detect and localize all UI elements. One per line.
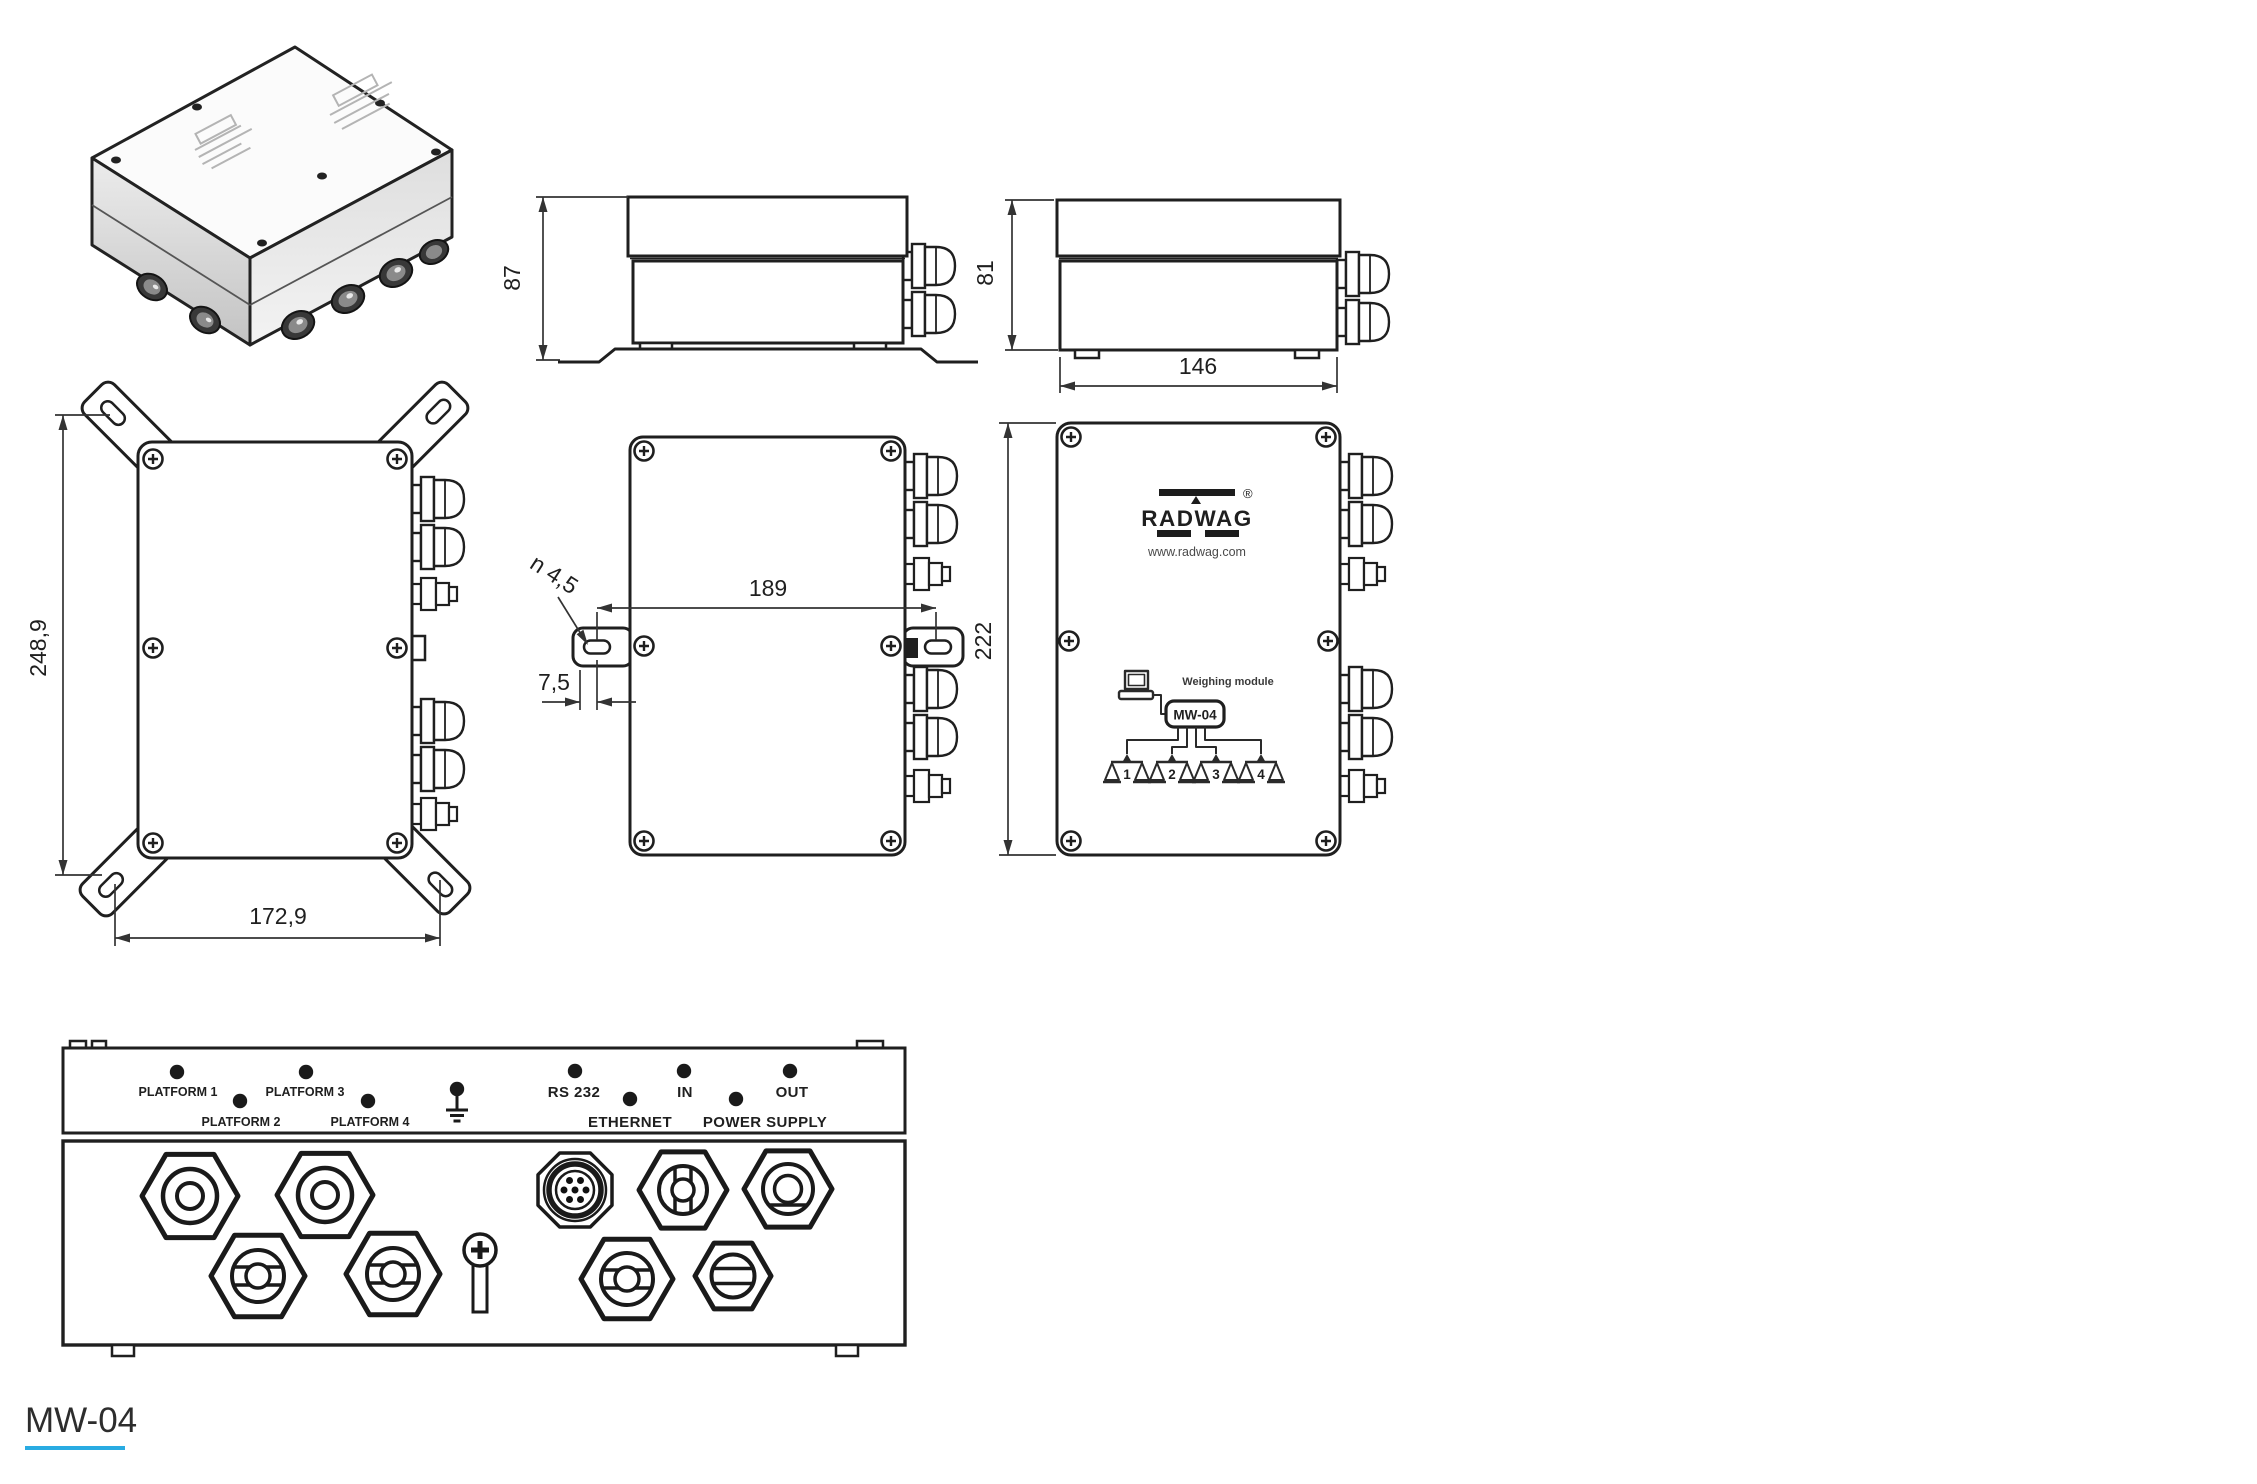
brand-name: RADWAG [1141,506,1253,531]
scale-number: 2 [1168,767,1176,782]
ground-symbol-icon [446,1096,468,1123]
gland-in [741,1148,835,1230]
product-title: MW-04 [25,1401,137,1450]
scale-number: 1 [1123,767,1131,782]
panel-labels: PLATFORM 1 PLATFORM 2 PLATFORM 3 PLATFOR… [139,1063,827,1131]
scale-number: 4 [1257,767,1265,782]
dimension-189: 189 [596,575,937,640]
gland-stacks-right [1338,452,1394,804]
front-view: RADWAG ® www.radwag.com Weighing module … [970,421,1394,857]
scale-icon-1: 1 [1103,754,1151,784]
dimension-hole: n 4,5 [526,549,588,645]
top-view: 248,9 172,9 [25,380,472,946]
label-rs232: RS 232 [548,1084,600,1101]
label-platform3: PLATFORM 3 [266,1085,345,1099]
balance-pointer-icon [1191,496,1201,504]
title-underline [25,1446,125,1450]
dimension-146: 146 [1059,353,1338,393]
page-title: MW-04 [25,1401,137,1440]
cable-glands-3d [136,239,450,340]
gland-stack [1335,250,1391,346]
scale-icon-4: 4 [1237,754,1285,784]
bus-lines [1126,727,1262,754]
gland-platform3 [274,1150,376,1240]
gland-stack [901,242,957,338]
indicator-dots [169,1063,798,1109]
lid-screws-3d [111,99,441,247]
label-in: IN [677,1084,693,1101]
dim-hole-label: n 4,5 [526,549,583,599]
scale-icon-2: 2 [1148,754,1196,784]
dim-189-label: 189 [749,575,787,601]
computer-icon [1117,669,1155,701]
cable-clip [906,638,918,658]
dim-81-label: 81 [972,260,998,286]
registered-mark: ® [1243,486,1253,501]
dimension-87: 87 [499,196,628,361]
dim-222-label: 222 [970,622,996,660]
label-platform2: PLATFORM 2 [202,1115,281,1129]
panel-glands [139,1148,835,1322]
dim-87-label: 87 [499,265,525,291]
gland-platform2 [208,1232,308,1320]
dimension-172-9: 172,9 [114,880,441,946]
label-ethernet: ETHERNET [588,1114,672,1131]
scale-icon-3: 3 [1192,754,1240,784]
label-platform4: PLATFORM 4 [331,1115,410,1129]
scale-number: 3 [1212,767,1220,782]
gland-stacks-right [410,475,466,832]
gland-platform4 [343,1230,443,1318]
gland-power-supply [578,1236,676,1322]
module-box-label: MW-04 [1173,708,1217,723]
isometric-view [90,45,454,347]
dimension-248-9: 248,9 [25,414,110,876]
gland-out [692,1240,774,1312]
label-out: OUT [776,1084,809,1101]
side-view-87: 87 [499,195,978,364]
diagram-caption: Weighing module [1182,676,1273,688]
connection-diagram: Weighing module MW-04 1 [1103,669,1285,784]
connector-panel-view: PLATFORM 1 PLATFORM 2 PLATFORM 3 PLATFOR… [61,1039,907,1358]
radwag-logo: RADWAG ® www.radwag.com [1141,486,1253,559]
website-label: www.radwag.com [1147,545,1246,559]
gland-ethernet [636,1149,730,1231]
grounding-screw [462,1232,498,1314]
side-view-81: 81 146 [972,198,1391,393]
dimension-222: 222 [970,422,1056,856]
label-power-supply: POWER SUPPLY [703,1114,827,1131]
dim-172-label: 172,9 [249,903,307,929]
rs232-connector [536,1151,614,1229]
label-platform1: PLATFORM 1 [139,1085,218,1099]
dimension-81: 81 [972,199,1058,351]
dim-248-label: 248,9 [25,619,51,677]
dim-7-5-label: 7,5 [538,669,570,695]
back-view: 189 n 4,5 7,5 [526,435,965,857]
lid-print-3d [194,73,393,170]
dimension-7-5: 7,5 [538,660,636,710]
gland-platform1 [139,1151,241,1241]
dim-146-label: 146 [1179,353,1217,379]
